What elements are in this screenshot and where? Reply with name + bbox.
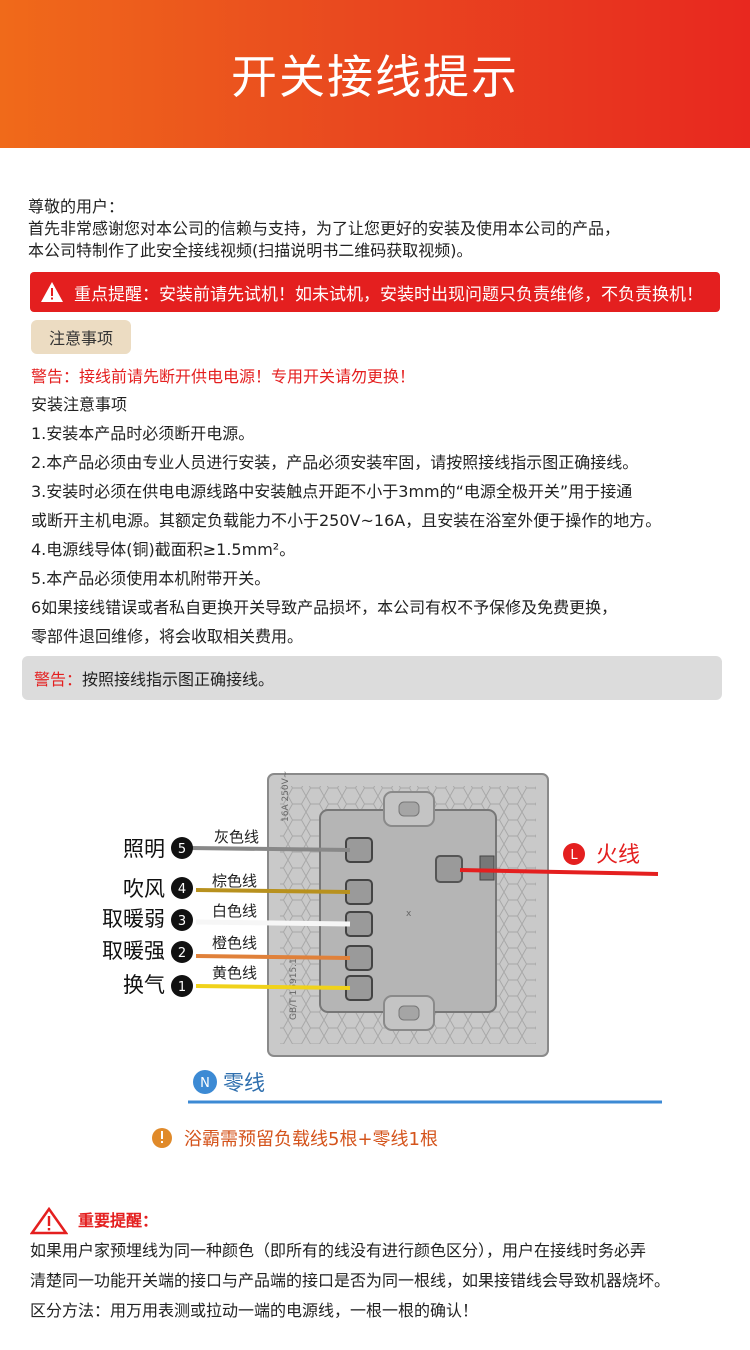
live-wire: [459, 868, 659, 876]
terminal-block: [345, 837, 373, 1001]
important-line-3: 区分方法：用万用表测或拉动一端的电源线，一根一根的确认！: [30, 1301, 479, 1320]
important-reminder-title: 重要提醒：: [78, 1211, 159, 1230]
page-title: 开关接线提示: [231, 50, 519, 104]
badge-number: 4: [178, 882, 186, 897]
important-reminder-header: 重要提醒：: [30, 1206, 730, 1236]
badge-number: 5: [178, 842, 186, 857]
warning-triangle-icon: [30, 1207, 68, 1235]
neutral-label: 零线: [223, 1071, 265, 1095]
wire-label-orange: 橙色线: [212, 934, 257, 952]
wire-label-gray: 灰色线: [214, 828, 259, 846]
wire-label-brown: 棕色线: [212, 872, 257, 890]
warning-triangle-icon: [41, 282, 63, 302]
note-item: 3.安装时必须在供电电源线路中安装触点开距不小于3mm的“电源全极开关”用于接通: [31, 482, 633, 501]
note-item: 或断开主机电源。其额定负载能力不小于250V~16A，且安装在浴室外便于操作的地…: [31, 511, 662, 530]
live-badge-letter: L: [570, 848, 578, 863]
load-wire-note: 浴霸需预留负载线5根+零线1根: [184, 1129, 438, 1150]
note-item: 5.本产品必须使用本机附带开关。: [31, 569, 271, 588]
installation-notes-title: 安装注意事项: [31, 395, 128, 414]
switch-plate: 16A 250V~ GB/T 16915.1 x: [267, 771, 549, 1057]
important-reminder: 重要提醒： 如果用户家预埋线为同一种颜色（即所有的线没有进行颜色区分），用户在接…: [30, 1206, 730, 1326]
func-label-heat-low: 取暖弱: [102, 907, 165, 931]
wire-label-yellow: 黄色线: [212, 964, 257, 982]
neutral-badge-letter: N: [200, 1076, 210, 1091]
wires: [188, 846, 662, 1104]
gray-wire: [189, 846, 351, 852]
intro-text: 尊敬的用户： 首先非常感谢您对本公司的信赖与支持，为了让您更好的安装及使用本公司…: [28, 196, 728, 262]
important-line-1: 如果用户家预埋线为同一种颜色（即所有的线没有进行颜色区分），用户在接线时务必弄: [30, 1241, 647, 1260]
note-item: 6如果接线错误或者私自更换开关导致产品损坏，本公司有权不予保修及免费更换，: [31, 598, 618, 617]
live-label: 火线: [596, 843, 640, 868]
wire-label-white: 白色线: [212, 902, 257, 920]
func-label-ventilation: 换气: [123, 973, 165, 997]
func-label-heat-high: 取暖强: [102, 939, 165, 963]
power-off-warning: 警告：接线前请先断开供电电源！专用开关请勿更换！: [31, 367, 416, 386]
note-item: 2.本产品必须由专业人员进行安装，产品必须安装牢固，请按照接线指示图正确接线。: [31, 453, 639, 472]
intro-line-2: 本公司特制作了此安全接线视频(扫描说明书二维码获取视频)。: [28, 241, 473, 260]
badge-number: 3: [178, 914, 186, 929]
number-badges: 5 4 3 2 1: [171, 837, 193, 997]
wiring-diagram: 16A 250V~ GB/T 16915.1 x 照明 吹风 取暖弱 取暖强 换…: [102, 771, 662, 1150]
page-header: 开关接线提示: [0, 0, 750, 148]
intro-line-1: 首先非常感谢您对本公司的信赖与支持，为了让您更好的安装及使用本公司的产品，: [28, 219, 621, 238]
important-line-2: 清楚同一功能开关端的接口与产品端的接口是否为同一根线，如果接错线会导致机器烧坏。: [30, 1271, 671, 1290]
wiring-warning-box: 警告： 按照接线指示图正确接线。: [22, 656, 722, 700]
neutral-badge-icon: [193, 1070, 217, 1094]
func-label-blowing: 吹风: [123, 877, 165, 901]
plate-rating-text: 16A 250V~: [281, 771, 291, 822]
func-label-lighting: 照明: [123, 837, 165, 861]
brown-wire: [195, 888, 351, 894]
wiring-warning-text: 按照接线指示图正确接线。: [82, 670, 275, 689]
note-item: 1.安装本产品时必须断开电源。: [31, 424, 255, 443]
key-reminder-bar: 重点提醒：安装前请先试机！如未试机，安装时出现问题只负责维修，不负责换机！: [30, 272, 720, 312]
white-wire: [195, 919, 351, 927]
badge-number: 2: [178, 946, 186, 961]
installation-notes: 安装注意事项 1.安装本产品时必须断开电源。 2.本产品必须由专业人员进行安装，…: [31, 390, 731, 651]
svg-text:x: x: [406, 909, 412, 919]
yellow-wire: [195, 984, 351, 990]
key-reminder-text: 重点提醒：安装前请先试机！如未试机，安装时出现问题只负责维修，不负责换机！: [74, 284, 703, 305]
note-item: 零部件退回维修，将会收取相关费用。: [31, 627, 304, 646]
note-item: 4.电源线导体(铜)截面积≥1.5mm²。: [31, 540, 296, 559]
badge-number: 1: [178, 980, 186, 995]
wiring-warning-label: 警告：: [34, 670, 83, 689]
notice-tag: 注意事项: [31, 320, 131, 354]
orange-wire: [195, 954, 351, 960]
intro-greeting: 尊敬的用户：: [28, 197, 125, 216]
live-badge-icon: [563, 843, 585, 865]
